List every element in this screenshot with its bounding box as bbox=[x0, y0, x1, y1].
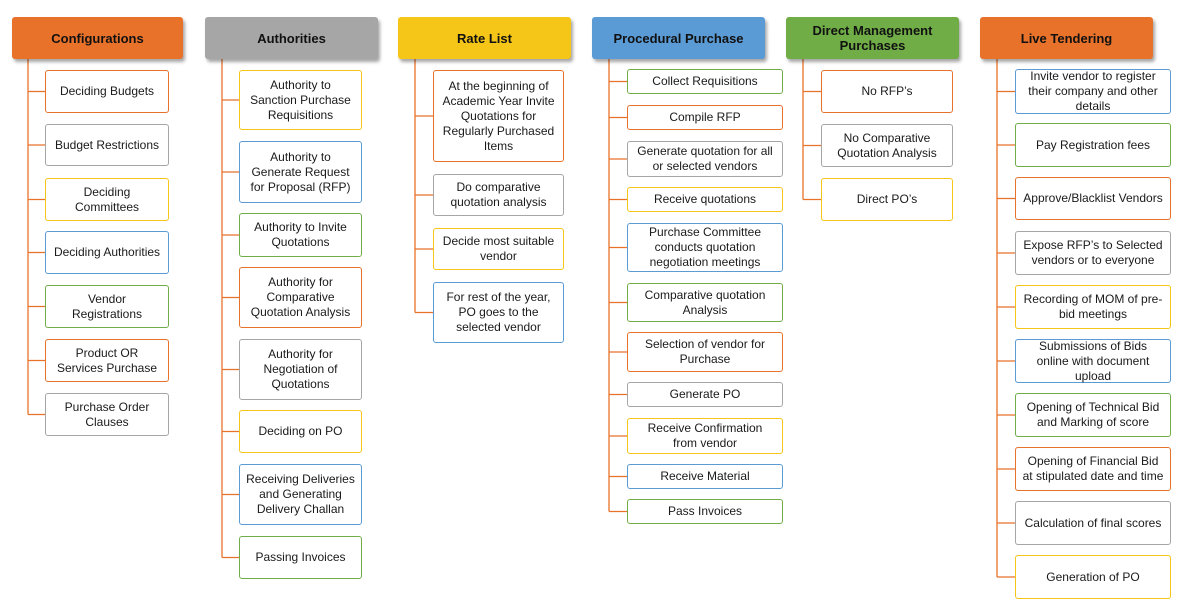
node-calculation-final-scores: Calculation of final scores bbox=[1015, 501, 1171, 545]
node-pay-registration-fees: Pay Registration fees bbox=[1015, 123, 1171, 167]
node-generate-po: Generate PO bbox=[627, 382, 783, 407]
header-live-tendering: Live Tendering bbox=[980, 17, 1153, 59]
header-direct-management-purchases: Direct Management Purchases bbox=[786, 17, 959, 59]
node-deciding-on-po: Deciding on PO bbox=[239, 410, 362, 453]
node-authority-comparative-analysis: Authority for Comparative Quotation Anal… bbox=[239, 267, 362, 328]
node-vendor-registrations: Vendor Registrations bbox=[45, 285, 169, 328]
node-decide-suitable-vendor: Decide most suitable vendor bbox=[433, 228, 564, 270]
node-passing-invoices: Passing Invoices bbox=[239, 536, 362, 579]
node-comparative-analysis: Comparative quotation Analysis bbox=[627, 283, 783, 322]
node-no-rfps: No RFP’s bbox=[821, 70, 953, 113]
node-expose-rfps: Expose RFP’s to Selected vendors or to e… bbox=[1015, 231, 1171, 275]
node-recording-mom: Recording of MOM of pre-bid meetings bbox=[1015, 285, 1171, 329]
node-direct-pos: Direct PO’s bbox=[821, 178, 953, 221]
node-budget-restrictions: Budget Restrictions bbox=[45, 124, 169, 166]
node-receiving-deliveries: Receiving Deliveries and Generating Deli… bbox=[239, 464, 362, 525]
node-receive-material: Receive Material bbox=[627, 464, 783, 489]
node-deciding-budgets: Deciding Budgets bbox=[45, 70, 169, 113]
node-approve-blacklist-vendors: Approve/Blacklist Vendors bbox=[1015, 177, 1171, 220]
header-rate-list: Rate List bbox=[398, 17, 571, 59]
node-negotiation-meetings: Purchase Committee conducts quotation ne… bbox=[627, 223, 783, 272]
node-deciding-authorities: Deciding Authorities bbox=[45, 231, 169, 274]
node-deciding-committees: Deciding Committees bbox=[45, 178, 169, 221]
node-authority-generate-rfp: Authority to Generate Request for Propos… bbox=[239, 141, 362, 203]
node-submission-of-bids: Submissions of Bids online with document… bbox=[1015, 339, 1171, 383]
node-generation-of-po: Generation of PO bbox=[1015, 555, 1171, 599]
node-collect-requisitions: Collect Requisitions bbox=[627, 69, 783, 94]
node-selection-of-vendor: Selection of vendor for Purchase bbox=[627, 332, 783, 372]
node-product-or-services-purchase: Product OR Services Purchase bbox=[45, 339, 169, 382]
node-pass-invoices: Pass Invoices bbox=[627, 499, 783, 524]
node-no-comparative-analysis: No Comparative Quotation Analysis bbox=[821, 124, 953, 167]
node-invite-vendor-register: Invite vendor to register their company … bbox=[1015, 69, 1171, 114]
node-comparative-quotation-analysis: Do comparative quotation analysis bbox=[433, 174, 564, 216]
node-po-to-selected-vendor: For rest of the year, PO goes to the sel… bbox=[433, 282, 564, 343]
node-opening-financial-bid: Opening of Financial Bid at stipulated d… bbox=[1015, 447, 1171, 491]
node-authority-invite-quotations: Authority to Invite Quotations bbox=[239, 213, 362, 257]
node-authority-sanction-requisitions: Authority to Sanction Purchase Requisiti… bbox=[239, 70, 362, 130]
node-receive-quotations: Receive quotations bbox=[627, 187, 783, 212]
node-compile-rfp: Compile RFP bbox=[627, 105, 783, 130]
node-purchase-order-clauses: Purchase Order Clauses bbox=[45, 393, 169, 436]
header-authorities: Authorities bbox=[205, 17, 378, 59]
node-invite-quotations-academic-year: At the beginning of Academic Year Invite… bbox=[433, 70, 564, 162]
node-generate-quotation: Generate quotation for all or selected v… bbox=[627, 141, 783, 177]
header-procedural-purchase: Procedural Purchase bbox=[592, 17, 765, 59]
header-configurations: Configurations bbox=[12, 17, 183, 59]
node-authority-negotiation: Authority for Negotiation of Quotations bbox=[239, 339, 362, 400]
node-opening-technical-bid: Opening of Technical Bid and Marking of … bbox=[1015, 393, 1171, 437]
node-receive-confirmation: Receive Confirmation from vendor bbox=[627, 418, 783, 454]
